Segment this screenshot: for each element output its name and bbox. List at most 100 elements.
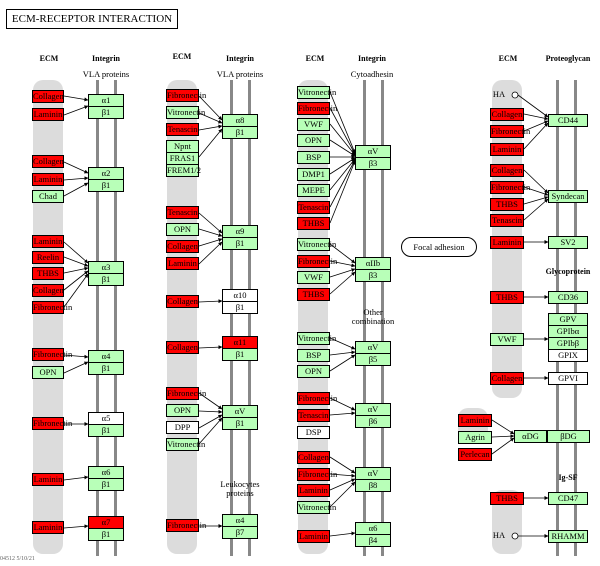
gene-box[interactable]: VWF xyxy=(297,271,330,284)
gene-box[interactable]: Vitronectin xyxy=(166,106,206,119)
gene-box[interactable]: Laminin xyxy=(458,414,492,427)
integrin-beta[interactable]: β1 xyxy=(222,417,258,430)
gene-box[interactable]: VWF xyxy=(297,118,330,131)
gene-box[interactable]: BSP xyxy=(297,151,330,164)
gene-box[interactable]: THBS xyxy=(297,217,330,230)
glycoprotein-box[interactable]: GPVI xyxy=(548,372,588,385)
dystroglycan-box[interactable]: βDG xyxy=(547,430,590,443)
gene-box[interactable]: Fibronectin xyxy=(297,468,338,481)
gene-box[interactable]: FRAS1 xyxy=(166,152,199,165)
gene-box[interactable]: THBS xyxy=(490,291,524,304)
gene-box[interactable]: Collagen xyxy=(297,451,330,464)
gene-box[interactable]: Vitronectin xyxy=(297,332,337,345)
integrin-beta[interactable]: β1 xyxy=(88,424,124,437)
gene-box[interactable]: Laminin xyxy=(166,257,199,270)
glycoprotein-box[interactable]: CD36 xyxy=(548,291,588,304)
integrin-beta[interactable]: β1 xyxy=(222,301,258,314)
gene-box[interactable]: Tenascin xyxy=(297,409,330,422)
gene-box[interactable]: OPN xyxy=(297,365,330,378)
gene-box[interactable]: MEPE xyxy=(297,184,330,197)
gene-box[interactable]: Collagen xyxy=(166,295,199,308)
integrin-beta[interactable]: β3 xyxy=(355,157,391,170)
gene-box[interactable]: OPN xyxy=(297,134,330,147)
gene-box[interactable]: DSP xyxy=(297,426,330,439)
gene-box[interactable]: FREM1/2 xyxy=(166,164,202,177)
gene-box[interactable]: Fibronectin xyxy=(166,519,207,532)
integrin-beta[interactable]: β6 xyxy=(355,415,391,428)
integrin-beta[interactable]: β7 xyxy=(222,526,258,539)
gene-box[interactable]: Fibronectin xyxy=(490,181,531,194)
gene-box[interactable]: OPN xyxy=(32,366,64,379)
gene-box[interactable]: Tenascin xyxy=(490,214,524,227)
gene-box[interactable]: Collagen xyxy=(32,155,64,168)
gene-box[interactable]: Vitronectin xyxy=(297,86,337,99)
gene-box[interactable]: Laminin xyxy=(32,235,64,248)
glycoprotein-box[interactable]: GPIX xyxy=(548,349,588,362)
dystroglycan-box[interactable]: αDG xyxy=(514,430,547,443)
proteoglycan-box[interactable]: CD44 xyxy=(548,114,588,127)
gene-box[interactable]: Tenascin xyxy=(166,206,199,219)
igsf-box[interactable]: CD47 xyxy=(548,492,588,505)
gene-box[interactable]: Laminin xyxy=(32,521,64,534)
gene-box[interactable]: Vitronectin xyxy=(166,438,206,451)
gene-box[interactable]: Collagen xyxy=(490,372,524,385)
integrin-beta[interactable]: β1 xyxy=(88,273,124,286)
gene-box[interactable]: Collagen xyxy=(490,108,524,121)
integrin-beta[interactable]: β1 xyxy=(88,362,124,375)
gene-box[interactable]: Tenascin xyxy=(166,123,199,136)
gene-box[interactable]: THBS xyxy=(297,288,330,301)
gene-box[interactable]: THBS xyxy=(32,267,64,280)
gene-box[interactable]: Reelin xyxy=(32,251,64,264)
gene-box[interactable]: Laminin xyxy=(297,530,330,543)
gene-box[interactable]: Collagen xyxy=(166,341,199,354)
gene-box[interactable]: THBS xyxy=(490,492,524,505)
gene-box[interactable]: Laminin xyxy=(490,236,524,249)
integrin-beta[interactable]: β1 xyxy=(222,348,258,361)
gene-box[interactable]: OPN xyxy=(166,404,199,417)
integrin-beta[interactable]: β1 xyxy=(88,528,124,541)
gene-box[interactable]: VWF xyxy=(490,333,524,346)
integrin-alpha[interactable]: αIIb xyxy=(355,257,391,270)
gene-box[interactable]: Agrin xyxy=(458,431,492,444)
gene-box[interactable]: Fibronectin xyxy=(32,348,73,361)
gene-box[interactable]: Laminin xyxy=(297,484,330,497)
gene-box[interactable]: Vitronectin xyxy=(297,501,337,514)
integrin-beta[interactable]: β1 xyxy=(222,237,258,250)
integrin-beta[interactable]: β8 xyxy=(355,479,391,492)
integrin-beta[interactable]: β1 xyxy=(88,106,124,119)
gene-box[interactable]: BSP xyxy=(297,349,330,362)
gene-box[interactable]: DMP1 xyxy=(297,168,330,181)
gene-box[interactable]: Fibronectin xyxy=(166,89,207,102)
integrin-beta[interactable]: β1 xyxy=(88,179,124,192)
integrin-alpha[interactable]: αV xyxy=(222,405,258,418)
gene-box[interactable]: Fibronectin xyxy=(297,255,338,268)
gene-box[interactable]: Tenascin xyxy=(297,201,330,214)
integrin-beta[interactable]: β5 xyxy=(355,353,391,366)
gene-box[interactable]: Laminin xyxy=(32,473,64,486)
integrin-beta[interactable]: β1 xyxy=(88,478,124,491)
gene-box[interactable]: Fibronectin xyxy=(297,392,338,405)
gene-box[interactable]: Collagen xyxy=(490,164,524,177)
gene-box[interactable]: Fibronectin xyxy=(32,417,73,430)
gene-box[interactable]: Vitronectin xyxy=(297,238,337,251)
gene-box[interactable]: Chad xyxy=(32,190,64,203)
gene-box[interactable]: THBS xyxy=(490,198,524,211)
gene-box[interactable]: Laminin xyxy=(490,143,524,156)
gene-box[interactable]: DPP xyxy=(166,421,199,434)
gene-box[interactable]: Collagen xyxy=(32,90,64,103)
gene-box[interactable]: Fibronectin xyxy=(166,387,207,400)
gene-box[interactable]: Laminin xyxy=(32,173,64,186)
proteoglycan-box[interactable]: Syndecan xyxy=(548,190,588,203)
integrin-beta[interactable]: β3 xyxy=(355,269,391,282)
integrin-alpha[interactable]: α5 xyxy=(88,412,124,425)
rhamm-box[interactable]: RHAMM xyxy=(548,530,588,543)
integrin-beta[interactable]: β4 xyxy=(355,534,391,547)
gene-box[interactable]: Fibronectin xyxy=(490,125,531,138)
gene-box[interactable]: Fibronectin xyxy=(32,301,73,314)
proteoglycan-box[interactable]: SV2 xyxy=(548,236,588,249)
gene-box[interactable]: Collagen xyxy=(166,240,199,253)
integrin-beta[interactable]: β1 xyxy=(222,126,258,139)
gene-box[interactable]: Fibronectin xyxy=(297,102,338,115)
gene-box[interactable]: Laminin xyxy=(32,108,64,121)
gene-box[interactable]: OPN xyxy=(166,223,199,236)
